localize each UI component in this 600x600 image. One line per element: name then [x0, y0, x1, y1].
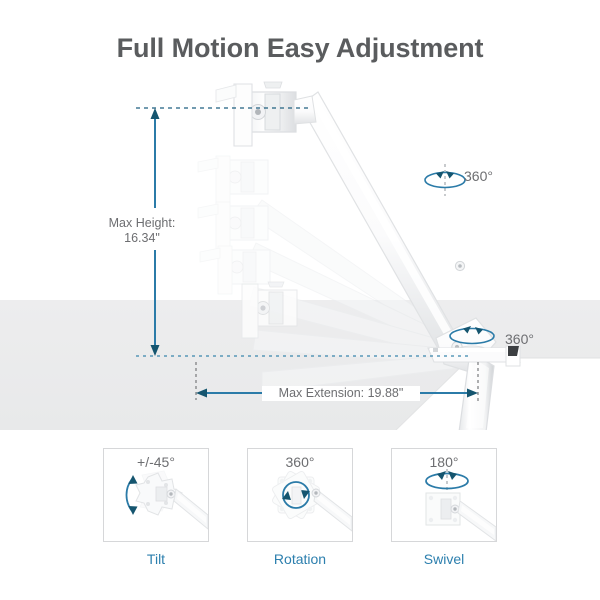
feature-card-swivel[interactable]: 180° Swivel: [390, 448, 498, 578]
swivel-caption: Swivel: [423, 551, 465, 567]
hero-illustration: [0, 80, 600, 430]
vesa-plate: [135, 472, 183, 516]
feature-card-rotation[interactable]: 360° Rotation: [246, 448, 354, 578]
monitor-arm-diagram: [0, 81, 600, 430]
ghost-arm-positions: [197, 155, 463, 393]
rotation-label-lower: 360°: [505, 331, 534, 347]
vesa-mount-head: [215, 81, 317, 147]
rotation-caption: Rotation: [273, 551, 327, 567]
ghost-monitor-heads: [197, 155, 271, 295]
max-height-line-2: 16.34": [124, 231, 160, 245]
swivel-illustration-box: 180°: [391, 448, 497, 542]
max-extension-label: Max Extension: 19.88": [262, 386, 420, 401]
tilt-caption: Tilt: [146, 551, 166, 567]
monitor-arm-primary: [215, 81, 497, 430]
desk-clamp-base: [427, 345, 521, 367]
max-height-line-1: Max Height:: [108, 216, 176, 230]
page-title: Full Motion Easy Adjustment: [116, 33, 484, 63]
tilt-arc-arrow-icon: [125, 470, 208, 530]
ellipse-swivel-arrow-icon: [425, 469, 496, 541]
max-height-arrow: [150, 108, 160, 356]
vesa-plate: [425, 492, 461, 526]
ghost-monitor-head-lowest: [241, 281, 298, 339]
feature-card-row: +/-45° Tilt: [0, 448, 600, 578]
tilt-illustration-box: +/-45°: [103, 448, 209, 542]
max-height-label: Max Height: 16.34": [104, 216, 180, 246]
rotation-icon-upper: [424, 164, 466, 196]
rotation-label-upper: 360°: [464, 168, 493, 184]
circular-rotation-arrow-icon: [272, 471, 352, 532]
rotation-icon-lower: [449, 326, 495, 345]
feature-card-tilt[interactable]: +/-45° Tilt: [102, 448, 210, 578]
rotation-illustration-box: 360°: [247, 448, 353, 542]
